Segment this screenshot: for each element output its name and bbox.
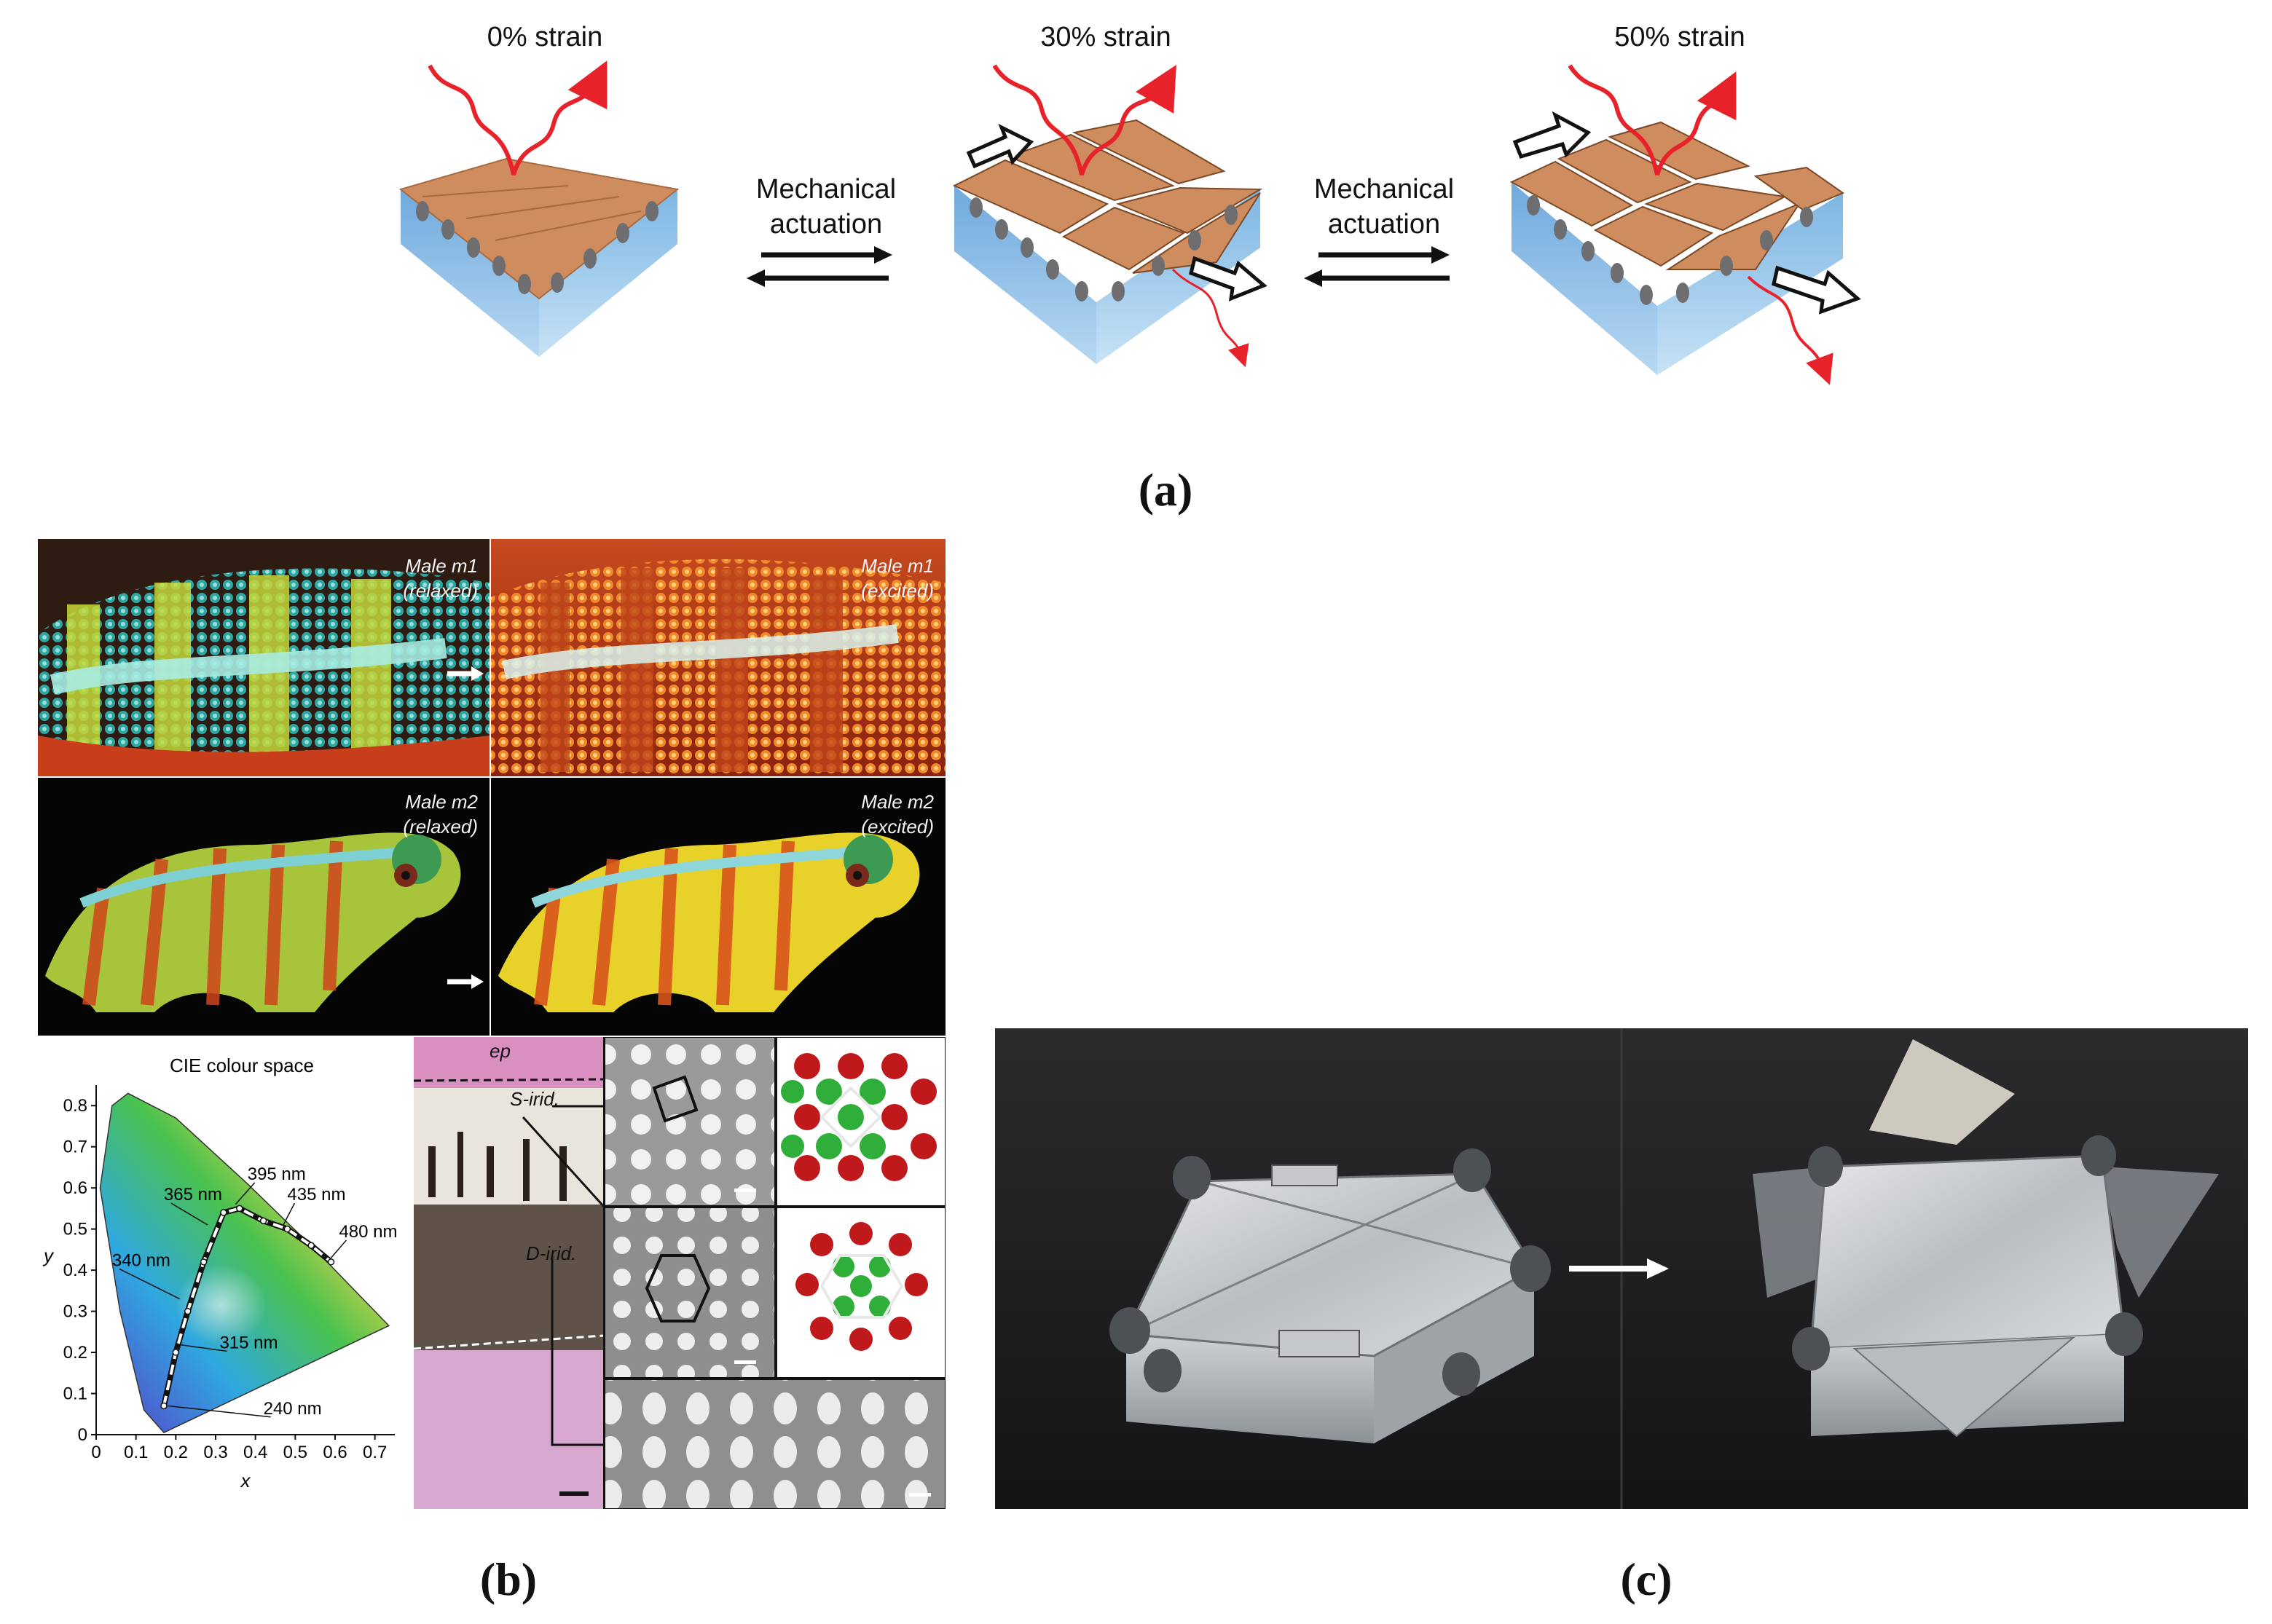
photo-label-m1-relaxed: Male m1 (relaxed) bbox=[303, 553, 478, 603]
annotation-pointer bbox=[170, 1202, 208, 1226]
label-d-irid: D-irid. bbox=[526, 1242, 577, 1264]
photo-m2-relaxed bbox=[38, 778, 490, 1036]
cie-locus bbox=[99, 1092, 390, 1434]
photo-label-state: (relaxed) bbox=[403, 580, 478, 602]
state-label-50: 50% strain bbox=[1614, 22, 1745, 52]
y-tick-label: 0.1 bbox=[63, 1384, 87, 1404]
y-tick-label: 0.2 bbox=[63, 1343, 87, 1363]
photo-label-name: Male m1 bbox=[405, 555, 478, 577]
cie-title: CIE colour space bbox=[170, 1055, 314, 1076]
cie-trajectory bbox=[162, 1207, 332, 1406]
photo-label-state: (excited) bbox=[861, 816, 934, 837]
actuation-label-1: Mechanical actuation bbox=[755, 174, 897, 240]
photo-label-name: Male m2 bbox=[405, 791, 478, 813]
label-s-irid: S-irid. bbox=[510, 1088, 559, 1110]
panel-a-label: (a) bbox=[1138, 464, 1193, 516]
cie-data-point bbox=[307, 1242, 315, 1249]
cie-data-point bbox=[259, 1217, 267, 1225]
open-arrow bbox=[1569, 1258, 1669, 1279]
panel-c-label: (c) bbox=[1620, 1553, 1672, 1605]
cie-data-point bbox=[172, 1349, 180, 1356]
white-arrow-top bbox=[447, 666, 484, 681]
actuation-label-2: Mechanical actuation bbox=[1313, 174, 1455, 240]
x-tick-label: 0.2 bbox=[164, 1443, 188, 1462]
tem-deep-layer bbox=[604, 1379, 946, 1509]
x-tick-label: 0.1 bbox=[124, 1443, 148, 1462]
microscopy-panels bbox=[414, 1037, 946, 1509]
device-opened bbox=[1753, 1039, 2219, 1438]
y-tick-label: 0 bbox=[78, 1425, 87, 1445]
cie-data-point bbox=[184, 1307, 192, 1315]
block-30-strain bbox=[952, 64, 1267, 368]
y-tick-label: 0.5 bbox=[63, 1220, 87, 1239]
y-tick-label: 0.4 bbox=[63, 1261, 87, 1280]
annotation-pointer bbox=[330, 1239, 347, 1258]
state-label-30: 30% strain bbox=[1040, 22, 1171, 52]
annotation-pointer bbox=[176, 1344, 227, 1352]
label-ep: ep bbox=[490, 1040, 511, 1062]
chameleon-photos bbox=[38, 539, 946, 1036]
device-photos bbox=[995, 1028, 2248, 1509]
y-tick-label: 0.7 bbox=[63, 1138, 87, 1157]
reversible-arrow-1 bbox=[747, 246, 892, 287]
x-tick-label: 0.5 bbox=[283, 1443, 307, 1462]
annotation-pointer bbox=[283, 1202, 296, 1226]
photo-label-m2-excited: Male m2 (excited) bbox=[759, 789, 934, 839]
cie-series bbox=[160, 1205, 335, 1410]
tem-s-iridophores bbox=[604, 1037, 776, 1207]
photo-m2-excited bbox=[491, 778, 946, 1036]
annotation-label: 365 nm bbox=[164, 1185, 222, 1205]
callout-lines bbox=[522, 1105, 606, 1446]
annotation-pointer bbox=[235, 1182, 256, 1205]
cie-data-point bbox=[200, 1258, 208, 1266]
photo-label-m2-relaxed: Male m2 (relaxed) bbox=[303, 789, 478, 839]
y-tick-label: 0.3 bbox=[63, 1302, 87, 1322]
lattice-model-diamond bbox=[776, 1207, 946, 1379]
x-tick-label: 0.3 bbox=[203, 1443, 227, 1462]
annotation-label: 340 nm bbox=[112, 1250, 170, 1270]
y-axis-label: y bbox=[42, 1245, 55, 1266]
annotation-label: 395 nm bbox=[248, 1164, 306, 1184]
block-0-strain bbox=[398, 60, 680, 357]
histology-section bbox=[414, 1037, 604, 1509]
photo-label-m1-excited: Male m1 (excited) bbox=[759, 553, 934, 603]
annotation-label: 480 nm bbox=[339, 1222, 397, 1242]
photo-m1-excited bbox=[491, 539, 946, 776]
photo-label-name: Male m1 bbox=[861, 555, 934, 577]
x-axis-label: x bbox=[240, 1470, 251, 1491]
x-tick-label: 0.7 bbox=[363, 1443, 387, 1462]
photo-label-state: (relaxed) bbox=[403, 816, 478, 837]
cie-white-point bbox=[162, 1240, 294, 1357]
panel-b-label: (b) bbox=[479, 1553, 538, 1605]
cie-data-point bbox=[220, 1209, 227, 1216]
white-arrow-bottom bbox=[447, 974, 484, 989]
cie-data-point bbox=[327, 1258, 335, 1266]
state-label-0: 0% strain bbox=[487, 22, 603, 52]
annotation-label: 240 nm bbox=[264, 1399, 322, 1419]
cie-data-point bbox=[283, 1225, 291, 1233]
annotation-label: 435 nm bbox=[287, 1185, 345, 1205]
photo-label-name: Male m2 bbox=[861, 791, 934, 813]
strain-diagram bbox=[398, 60, 1861, 385]
photo-m1-relaxed bbox=[38, 539, 490, 776]
annotation-pointer bbox=[168, 1405, 271, 1418]
block-50-strain bbox=[1509, 64, 1861, 385]
annotation-pointer bbox=[119, 1268, 181, 1300]
lattice-model-fcc bbox=[776, 1037, 946, 1207]
cie-axes: 0 0.1 0.2 0.3 0.4 0.5 0.6 0.7 0 0.1 0.2 0.3 0.4 0.5 0.… bbox=[42, 1085, 395, 1491]
y-tick-label: 0.8 bbox=[63, 1096, 87, 1116]
x-tick-label: 0.6 bbox=[323, 1443, 347, 1462]
device-closed bbox=[1109, 1148, 1551, 1443]
x-tick-label: 0.4 bbox=[243, 1443, 267, 1462]
tem-d-iridophores bbox=[604, 1207, 776, 1379]
annotation-label: 315 nm bbox=[219, 1333, 278, 1352]
cie-data-point bbox=[236, 1205, 243, 1213]
photo-label-state: (excited) bbox=[861, 580, 934, 602]
x-tick-label: 0 bbox=[91, 1443, 101, 1462]
reversible-arrow-2 bbox=[1304, 246, 1450, 287]
y-tick-label: 0.6 bbox=[63, 1178, 87, 1198]
cie-data-point bbox=[160, 1402, 168, 1410]
